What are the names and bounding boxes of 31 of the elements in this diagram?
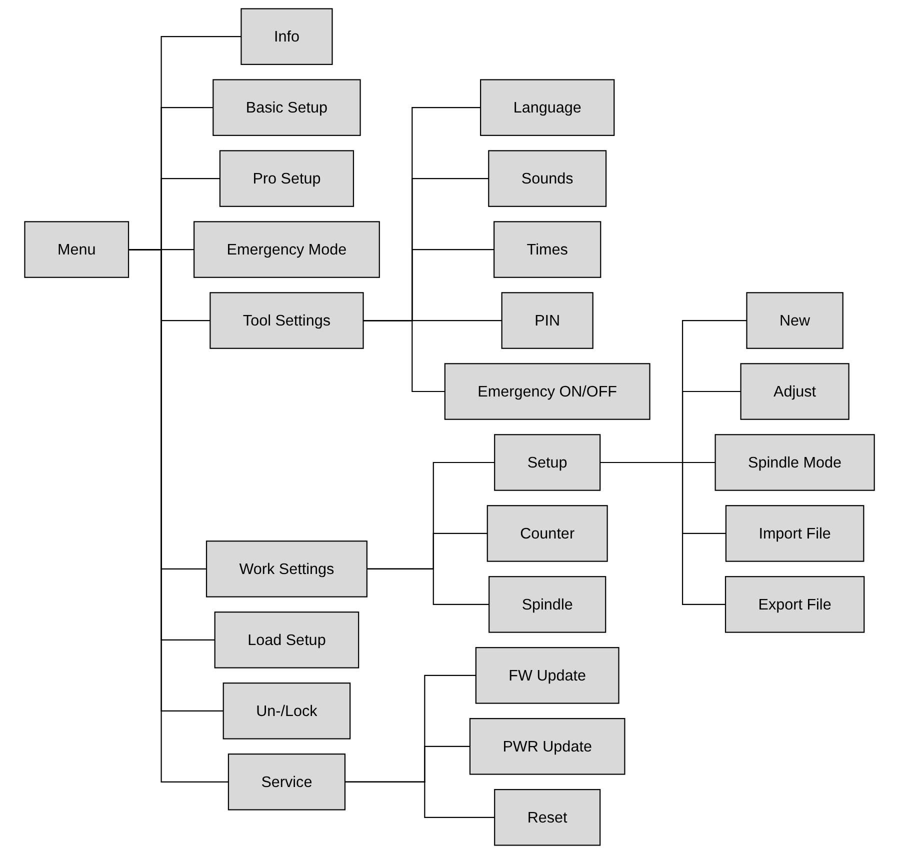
node-box: Basic Setup bbox=[213, 79, 362, 136]
node-box: Tool Settings bbox=[210, 292, 364, 349]
node-box: FW Update bbox=[476, 647, 620, 704]
node-box: Pro Setup bbox=[220, 150, 354, 207]
connector bbox=[129, 249, 229, 782]
node-box: Emergency ON/OFF bbox=[444, 363, 651, 420]
node-box: Spindle Mode bbox=[715, 434, 876, 491]
node-box: Spindle bbox=[489, 576, 607, 633]
node-box: Work Settings bbox=[206, 540, 368, 598]
node-box: Counter bbox=[487, 505, 608, 562]
connector bbox=[367, 568, 490, 605]
node-box: Un-/Lock bbox=[223, 682, 352, 740]
node-box: Reset bbox=[494, 789, 602, 846]
node-box: PIN bbox=[502, 292, 594, 349]
node-box: Info bbox=[241, 8, 334, 65]
node-box: Times bbox=[494, 221, 602, 278]
node-box: New bbox=[746, 292, 844, 349]
node-box: Export File bbox=[725, 576, 866, 633]
node-box: Emergency Mode bbox=[194, 221, 380, 278]
node-box: Setup bbox=[494, 434, 602, 491]
node-box: Adjust bbox=[740, 363, 850, 420]
connector bbox=[600, 462, 726, 605]
node-box: Load Setup bbox=[214, 612, 360, 668]
connector bbox=[345, 781, 496, 818]
node-box: Service bbox=[228, 754, 346, 810]
node-box: Language bbox=[480, 79, 616, 136]
node-box: Sounds bbox=[488, 150, 608, 207]
node-box: Import File bbox=[726, 505, 865, 562]
node-box: PWR Update bbox=[470, 718, 626, 775]
connector bbox=[364, 320, 446, 392]
node-box: Menu bbox=[24, 221, 130, 278]
